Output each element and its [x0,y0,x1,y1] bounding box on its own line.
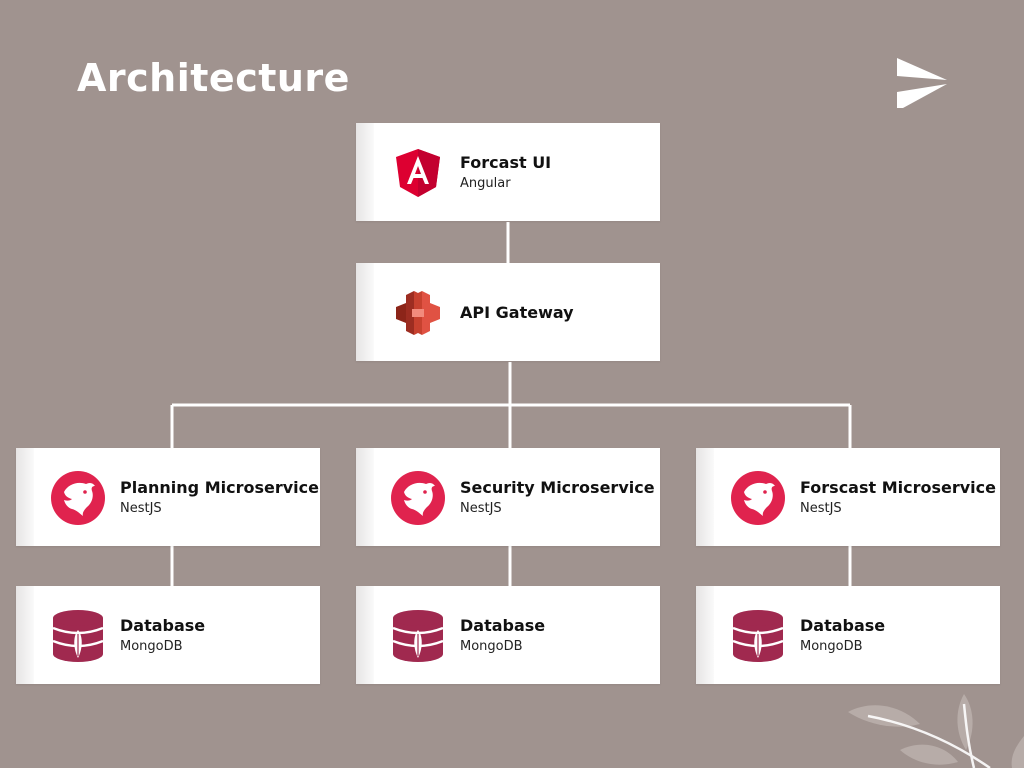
nestjs-icon [731,471,785,525]
node-tech: MongoDB [800,639,863,654]
node-tech: NestJS [800,501,842,516]
node-name: Security Microservice [460,478,655,497]
node-name: Database [460,616,546,635]
node-name: Database [800,616,886,635]
node-api-gateway: API Gateway [356,263,660,361]
nestjs-icon [391,471,445,525]
node-tech: MongoDB [120,639,183,654]
node-tech: Angular [460,176,511,191]
node-database-security: Database MongoDB [356,586,660,684]
node-name: Forcast UI [460,153,552,172]
node-name: Database [120,616,206,635]
node-forcast-ui: Forcast UI Angular [356,123,660,221]
node-tech: NestJS [460,501,502,516]
node-tech: MongoDB [460,639,523,654]
database-icon [732,610,784,662]
database-icon [52,610,104,662]
node-name: Planning Microservice [120,478,319,497]
node-planning-microservice: Planning Microservice NestJS [16,448,320,546]
node-database-planning: Database MongoDB [16,586,320,684]
brand-logo [897,58,947,108]
leaf-branch-decoration [848,694,1024,768]
node-security-microservice: Security Microservice NestJS [356,448,660,546]
angular-icon [396,149,440,197]
node-forscast-microservice: Forscast Microservice NestJS [696,448,1000,546]
node-tech: NestJS [120,501,162,516]
database-icon [392,610,444,662]
aws-api-gateway-icon [396,291,440,335]
node-name: Forscast Microservice [800,478,996,497]
node-name: API Gateway [460,303,574,322]
slide-title: Architecture [77,56,350,100]
node-database-forscast: Database MongoDB [696,586,1000,684]
nestjs-icon [51,471,105,525]
